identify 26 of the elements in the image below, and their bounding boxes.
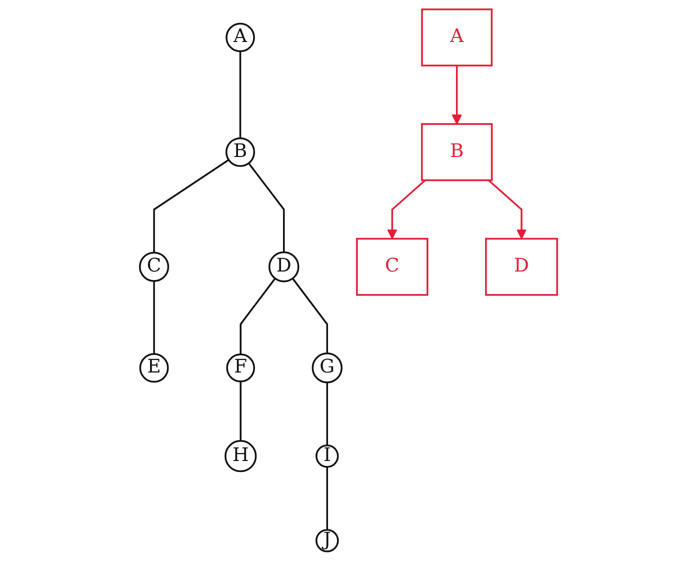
node-box: C [356,238,428,296]
node-circle: C [138,252,170,282]
node-circle: A [226,22,255,52]
node-circle: D [268,251,300,282]
node-box: B [421,123,493,182]
node-box: A [421,8,493,66]
connector [239,51,242,138]
node-box: D [485,238,558,296]
arrow [387,180,426,240]
arrow [488,180,527,240]
node-circle: E [139,353,169,383]
connector [326,466,328,530]
node-circle: I [316,444,339,468]
connector [153,159,230,253]
connector [240,278,276,354]
connector [153,281,155,354]
node-circle: J [316,528,339,552]
connector [240,381,242,441]
arrow [452,66,462,125]
connector [248,162,285,252]
node-circle: G [312,352,343,384]
node-circle: B [225,137,256,167]
connector [326,382,328,446]
node-circle: F [226,354,256,382]
connector [292,278,328,354]
node-circle: H [224,440,257,472]
